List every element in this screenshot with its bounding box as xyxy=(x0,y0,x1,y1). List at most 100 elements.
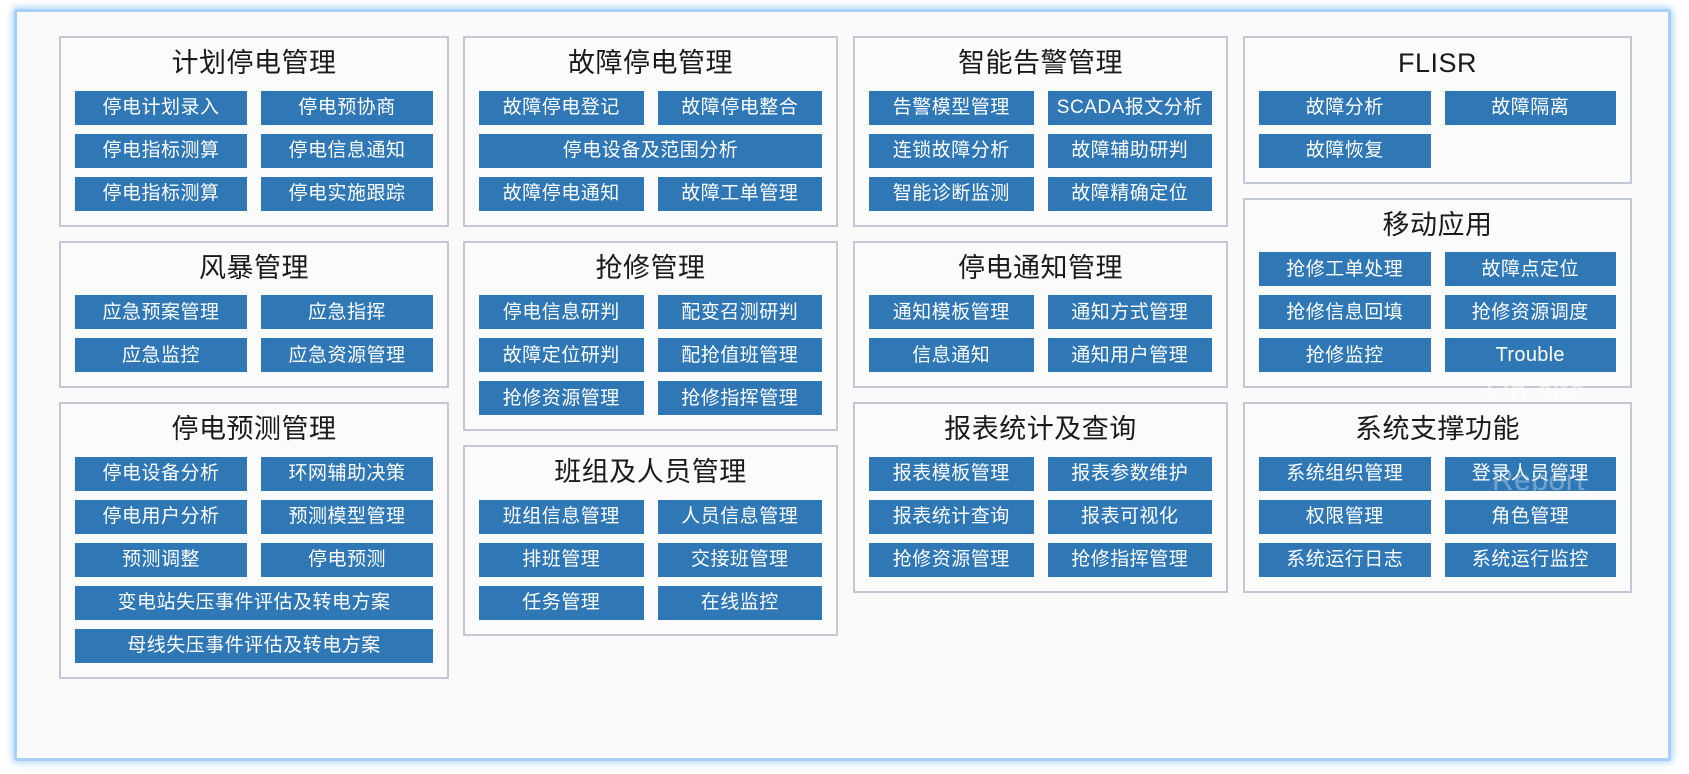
module-button[interactable]: 通知方式管理 xyxy=(1047,295,1212,330)
module-button[interactable]: 抢修指挥管理 xyxy=(1047,542,1212,577)
module-button[interactable]: 登录人员管理 xyxy=(1444,456,1616,491)
module-button[interactable]: 故障停电登记 xyxy=(479,90,644,125)
application-frame: 计划停电管理停电计划录入停电预协商停电指标测算停电信息通知停电指标测算停电实施跟… xyxy=(14,9,1671,761)
module-grid: 班组信息管理人员信息管理排班管理交接班管理任务管理在线监控 xyxy=(479,499,822,620)
module-button[interactable]: 班组信息管理 xyxy=(479,499,644,534)
module-button[interactable]: 角色管理 xyxy=(1444,499,1616,534)
column-1: 计划停电管理停电计划录入停电预协商停电指标测算停电信息通知停电指标测算停电实施跟… xyxy=(59,36,449,693)
module-panel: FLISR 故障分析故障隔离故障恢复 xyxy=(1243,36,1632,184)
module-button[interactable]: 停电信息通知 xyxy=(261,133,433,168)
module-button[interactable]: 通知用户管理 xyxy=(1047,338,1212,373)
module-panel: 风暴管理应急预案管理应急指挥应急监控应急资源管理 xyxy=(59,240,449,389)
module-grid: 报表模板管理报表参数维护报表统计查询报表可视化抢修资源管理抢修指挥管理 xyxy=(869,456,1212,577)
module-grid: 故障分析故障隔离故障恢复 xyxy=(1259,90,1617,168)
module-button[interactable]: 停电预协商 xyxy=(261,90,433,125)
module-panel: 报表统计及查询报表模板管理报表参数维护报表统计查询报表可视化抢修资源管理抢修指挥… xyxy=(853,402,1228,593)
module-button[interactable]: 故障辅助研判 xyxy=(1047,133,1212,168)
module-panel: 停电通知管理通知模板管理通知方式管理信息通知通知用户管理 xyxy=(853,240,1228,389)
panel-title: 移动应用 xyxy=(1382,209,1493,240)
module-button[interactable]: 变电站失压事件评估及转电方案 xyxy=(75,585,433,620)
module-button[interactable]: 应急监控 xyxy=(75,338,247,373)
module-button[interactable]: 信息通知 xyxy=(869,338,1034,373)
module-button[interactable]: 系统组织管理 xyxy=(1259,456,1431,491)
module-button[interactable]: 停电实施跟踪 xyxy=(261,176,433,211)
column-4: FLISR 故障分析故障隔离故障恢复移动应用抢修工单处理故障点定位抢修信息回填抢修… xyxy=(1243,36,1632,607)
module-panel: 故障停电管理故障停电登记故障停电整合停电设备及范围分析故障停电通知故障工单管理 xyxy=(463,36,838,227)
module-button[interactable]: 连锁故障分析 xyxy=(869,133,1034,168)
module-button[interactable]: 应急预案管理 xyxy=(75,295,247,330)
module-grid: 系统组织管理登录人员管理权限管理角色管理系统运行日志系统运行监控 xyxy=(1259,456,1616,577)
module-button[interactable]: 抢修监控 xyxy=(1259,338,1431,373)
module-button[interactable]: 环网辅助决策 xyxy=(261,456,433,491)
module-button[interactable]: 抢修资源调度 xyxy=(1444,295,1616,330)
module-button[interactable]: 报表模板管理 xyxy=(869,456,1034,491)
module-button[interactable]: 交接班管理 xyxy=(657,542,822,577)
module-button[interactable]: 故障恢复 xyxy=(1259,133,1431,168)
module-button[interactable]: 母线失压事件评估及转电方案 xyxy=(75,628,433,663)
module-button[interactable]: 故障隔离 xyxy=(1444,90,1616,125)
panel-title: 风暴管理 xyxy=(199,252,309,283)
module-button[interactable]: 故障停电通知 xyxy=(479,176,644,211)
module-button[interactable]: 智能诊断监测 xyxy=(869,176,1034,211)
module-button[interactable]: 停电设备及范围分析 xyxy=(479,133,822,168)
module-button[interactable]: 抢修信息回填 xyxy=(1259,295,1431,330)
column-2: 故障停电管理故障停电登记故障停电整合停电设备及范围分析故障停电通知故障工单管理抢… xyxy=(463,36,838,650)
module-button[interactable]: 停电指标测算 xyxy=(75,133,247,168)
module-grid: 告警模型管理 SCADA报文分析连锁故障分析故障辅助研判智能诊断监测故障精确定位 xyxy=(869,90,1212,211)
module-button[interactable]: 故障定位研判 xyxy=(479,338,644,373)
module-button[interactable]: 应急资源管理 xyxy=(261,338,433,373)
module-button[interactable]: 任务管理 xyxy=(479,585,644,620)
module-button[interactable]: 报表统计查询 xyxy=(869,499,1034,534)
panel-title: 计划停电管理 xyxy=(171,48,337,78)
module-button[interactable]: 停电预测 xyxy=(261,542,433,577)
module-button[interactable]: 权限管理 xyxy=(1259,499,1431,534)
module-button[interactable]: 应急指挥 xyxy=(261,295,433,330)
module-button[interactable]: SCADA报文分析 xyxy=(1047,90,1212,125)
module-button[interactable]: 人员信息管理 xyxy=(657,499,822,534)
module-button[interactable]: 报表可视化 xyxy=(1047,499,1212,534)
module-grid: 通知模板管理通知方式管理信息通知通知用户管理 xyxy=(869,295,1212,373)
module-button[interactable]: 停电信息研判 xyxy=(479,295,644,330)
module-button[interactable]: 停电指标测算 xyxy=(75,176,247,211)
module-button[interactable]: Trouble xyxy=(1444,338,1616,373)
module-grid: 停电信息研判配变召测研判故障定位研判配抢值班管理抢修资源管理抢修指挥管理 xyxy=(479,295,822,416)
module-grid: 故障停电登记故障停电整合停电设备及范围分析故障停电通知故障工单管理 xyxy=(479,90,822,211)
module-button[interactable]: 预测模型管理 xyxy=(261,499,433,534)
module-button[interactable]: 系统运行监控 xyxy=(1444,542,1616,577)
module-button[interactable]: 配变召测研判 xyxy=(657,295,822,330)
module-board: 计划停电管理停电计划录入停电预协商停电指标测算停电信息通知停电指标测算停电实施跟… xyxy=(17,12,1668,758)
module-button[interactable]: 故障精确定位 xyxy=(1047,176,1212,211)
module-panel: 班组及人员管理班组信息管理人员信息管理排班管理交接班管理任务管理在线监控 xyxy=(463,445,838,636)
module-panel: 抢修管理停电信息研判配变召测研判故障定位研判配抢值班管理抢修资源管理抢修指挥管理 xyxy=(463,240,838,432)
module-button[interactable]: 抢修资源管理 xyxy=(869,542,1034,577)
module-button[interactable]: 故障点定位 xyxy=(1444,252,1616,287)
module-button[interactable]: 预测调整 xyxy=(75,542,247,577)
module-button[interactable]: 停电计划录入 xyxy=(75,90,247,125)
grid-spacer xyxy=(1445,134,1617,168)
module-button[interactable]: 通知模板管理 xyxy=(869,295,1034,330)
module-panel: 计划停电管理停电计划录入停电预协商停电指标测算停电信息通知停电指标测算停电实施跟… xyxy=(59,36,449,227)
panel-title: 故障停电管理 xyxy=(568,48,733,78)
panel-title: 停电通知管理 xyxy=(958,252,1123,283)
module-button[interactable]: 报表参数维护 xyxy=(1047,456,1212,491)
module-button[interactable]: 系统运行日志 xyxy=(1259,542,1431,577)
panel-title: 停电预测管理 xyxy=(171,414,337,445)
module-button[interactable]: 抢修资源管理 xyxy=(479,381,644,416)
panel-title: 系统支撑功能 xyxy=(1355,414,1520,445)
module-grid: 停电设备分析环网辅助决策停电用户分析预测模型管理预测调整停电预测变电站失压事件评… xyxy=(75,456,433,663)
module-button[interactable]: 抢修指挥管理 xyxy=(657,381,822,416)
module-button[interactable]: 排班管理 xyxy=(479,542,644,577)
module-button[interactable]: 停电用户分析 xyxy=(75,499,247,534)
module-button[interactable]: 故障停电整合 xyxy=(657,90,822,125)
module-button[interactable]: 故障工单管理 xyxy=(657,176,822,211)
module-grid: 应急预案管理应急指挥应急监控应急资源管理 xyxy=(75,295,433,373)
module-button[interactable]: 停电设备分析 xyxy=(75,456,247,491)
module-grid: 抢修工单处理故障点定位抢修信息回填抢修资源调度抢修监控 Trouble xyxy=(1259,252,1616,373)
module-button[interactable]: 抢修工单处理 xyxy=(1259,252,1431,287)
panel-title: FLISR xyxy=(1397,48,1478,78)
module-button[interactable]: 配抢值班管理 xyxy=(657,338,822,373)
module-button[interactable]: 在线监控 xyxy=(657,585,822,620)
module-button[interactable]: 告警模型管理 xyxy=(869,90,1034,125)
module-button[interactable]: 故障分析 xyxy=(1259,90,1431,125)
